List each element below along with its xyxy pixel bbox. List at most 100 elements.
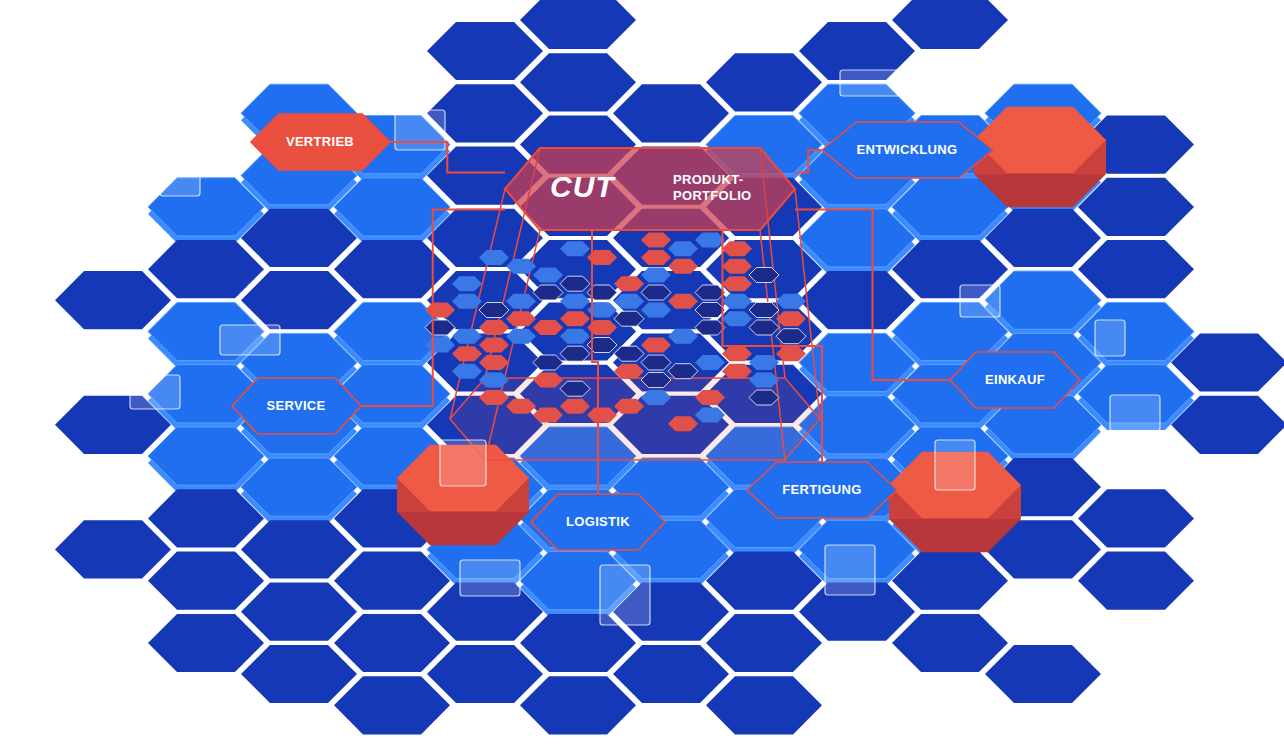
- portfolio-hex: [722, 311, 752, 326]
- portfolio-hex: [749, 390, 779, 405]
- hex-cell: [334, 676, 450, 734]
- portfolio-hex: [479, 338, 509, 353]
- icon: [1110, 395, 1160, 431]
- portfolio-hex: [587, 408, 617, 423]
- portfolio-hex: [641, 233, 671, 248]
- hex-cell: [706, 614, 822, 672]
- hex-cell: [1078, 240, 1194, 298]
- icon: [840, 70, 900, 96]
- portfolio-hex: [776, 311, 806, 326]
- hex-cell: [706, 676, 822, 734]
- portfolio-hex: [695, 285, 725, 300]
- portfolio-hex: [614, 399, 644, 414]
- department-label: ENTWICKLUNG: [857, 142, 958, 158]
- portfolio-hex: [452, 364, 482, 379]
- hex-cell: [427, 645, 543, 703]
- connector: [795, 210, 950, 381]
- portfolio-hex: [695, 233, 725, 248]
- portfolio-hex: [479, 250, 509, 265]
- portfolio-hex: [641, 355, 671, 370]
- icon: [220, 325, 280, 355]
- portfolio-hex: [695, 320, 725, 335]
- portfolio-hex: [560, 381, 590, 396]
- icon: [440, 440, 486, 486]
- department-hex: LOGISTIK: [531, 494, 665, 550]
- hex-cell: [1171, 333, 1284, 391]
- connector: [361, 210, 506, 407]
- portfolio-hex: [641, 373, 671, 388]
- portfolio-hex: [749, 320, 779, 335]
- department-shape: [251, 114, 390, 170]
- department-label: SERVICE: [267, 398, 326, 414]
- portfolio-hex: [722, 346, 752, 361]
- department-hex: ENTWICKLUNG: [822, 122, 993, 178]
- hex-cell: [1171, 396, 1284, 454]
- portfolio-hex: [506, 259, 536, 274]
- portfolio-hex: [668, 364, 698, 379]
- icon: [825, 545, 875, 595]
- department-label: FERTIGUNG: [782, 482, 861, 498]
- hex-cell: [241, 583, 357, 641]
- portfolio-hex: [614, 294, 644, 309]
- portfolio-hex: [452, 294, 482, 309]
- portfolio-hex: [452, 276, 482, 291]
- icon: [935, 440, 975, 490]
- hex-cell: [148, 489, 264, 547]
- hex-cell: [334, 614, 450, 672]
- portfolio-hex: [479, 390, 509, 405]
- portfolio-hex: [776, 346, 806, 361]
- hex-cell: [706, 53, 822, 111]
- portfolio-hex: [479, 320, 509, 335]
- hex-cell: [1078, 489, 1194, 547]
- portfolio-hex: [560, 399, 590, 414]
- portfolio-hex: [533, 285, 563, 300]
- portfolio-hex: [641, 268, 671, 283]
- hex-cell: [427, 22, 543, 80]
- icon: [600, 565, 650, 625]
- portfolio-hex: [560, 311, 590, 326]
- portfolio-hex: [425, 338, 455, 353]
- department-hex: EINKAUF: [950, 352, 1080, 408]
- department-label: EINKAUF: [985, 372, 1045, 388]
- hex-cell: [520, 53, 636, 111]
- hex-cell: [892, 0, 1008, 49]
- portfolio-hex: [668, 241, 698, 256]
- portfolio-hex: [614, 311, 644, 326]
- portfolio-hex: [614, 346, 644, 361]
- portfolio-hex: [722, 364, 752, 379]
- hex-cell: [985, 209, 1101, 267]
- department-shape: [232, 378, 361, 434]
- icon: [1095, 320, 1125, 356]
- hex-cell: [520, 0, 636, 49]
- portfolio-hex: [668, 329, 698, 344]
- portfolio-hex: [722, 259, 752, 274]
- hex-cell: [241, 271, 357, 329]
- hex-cell: [985, 645, 1101, 703]
- portfolio-hex: [425, 303, 455, 318]
- department-shape: [950, 352, 1080, 408]
- hex-cell: [799, 271, 915, 329]
- department-label: VERTRIEB: [286, 134, 354, 150]
- portfolio-hex: [749, 303, 779, 318]
- hex-cell: [1078, 552, 1194, 610]
- portfolio-hex: [479, 355, 509, 370]
- portfolio-hex: [506, 294, 536, 309]
- prism-top: [505, 148, 795, 230]
- hex-cell: [241, 520, 357, 578]
- portfolio-hex: [749, 373, 779, 388]
- portfolio-hex: [533, 355, 563, 370]
- portfolio-hex: [533, 373, 563, 388]
- portfolio-hex: [506, 311, 536, 326]
- portfolio-hex: [749, 268, 779, 283]
- portfolio-hex: [722, 294, 752, 309]
- portfolio-hex: [506, 399, 536, 414]
- connector: [795, 150, 822, 173]
- portfolio-prism: CUTPRODUKT- PORTFOLIO: [505, 148, 795, 230]
- connector: [723, 230, 823, 462]
- hex-cell: [241, 645, 357, 703]
- portfolio-hex: [533, 268, 563, 283]
- connector: [390, 142, 506, 173]
- hex-cell: [706, 552, 822, 610]
- hex-cell: [613, 84, 729, 142]
